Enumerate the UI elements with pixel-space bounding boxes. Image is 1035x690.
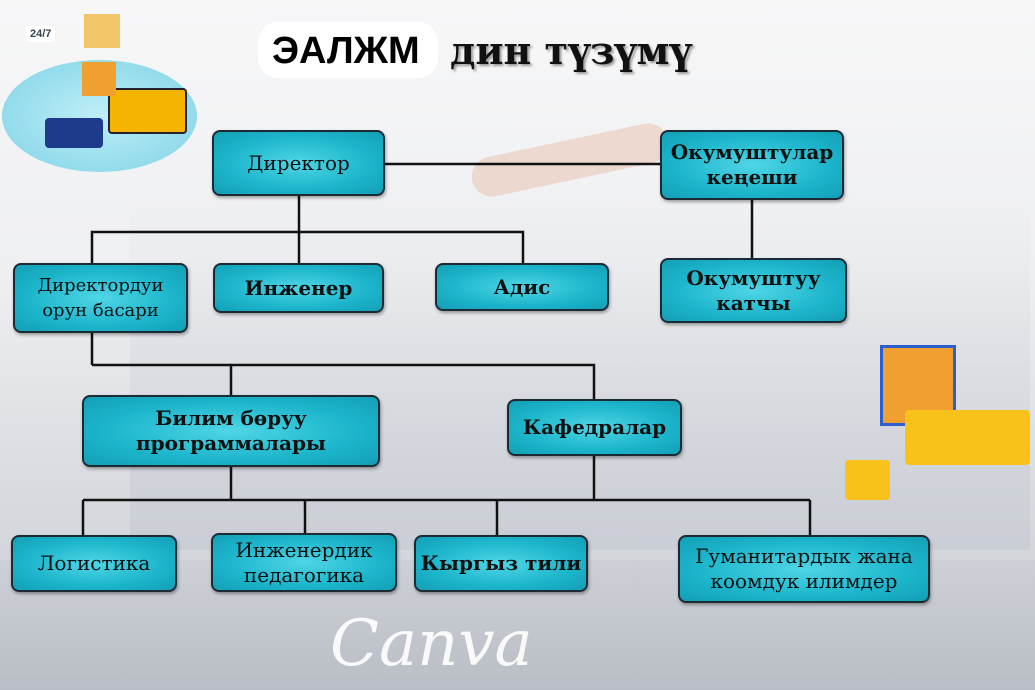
node-label: Инженердик педагогика xyxy=(235,537,373,587)
node-deputy[interactable]: Директордуи орун басари xyxy=(13,263,188,333)
node-programs[interactable]: Билим бөруу программалары xyxy=(82,395,380,467)
box-icon xyxy=(84,14,120,48)
node-label: Инженер xyxy=(244,275,353,300)
node-label: Окумуштуу катчы xyxy=(686,265,821,315)
truck-icon xyxy=(108,88,187,134)
node-kyrgyz[interactable]: Кыргыз тили xyxy=(414,535,588,592)
line-level3 xyxy=(229,363,596,399)
node-label: Адис xyxy=(493,274,551,299)
canva-watermark: Canva xyxy=(330,607,533,681)
boxes-icon xyxy=(82,62,116,96)
node-label: Логистика xyxy=(37,551,151,575)
node-director[interactable]: Директор xyxy=(212,130,385,196)
title-part1: ЭАЛЖМ xyxy=(272,30,420,72)
node-label: Окумуштулар кеңеши xyxy=(670,140,834,189)
node-label: Кыргыз тили xyxy=(420,551,582,575)
node-departments[interactable]: Кафедралар xyxy=(507,399,682,456)
node-logistics[interactable]: Логистика xyxy=(11,535,177,592)
node-label: Директордуи орун басари xyxy=(37,275,164,321)
badge-247: 24/7 xyxy=(26,26,56,42)
node-label: Гуманитардык жана коомдук илимдер xyxy=(695,544,913,593)
node-engineer[interactable]: Инженер xyxy=(213,263,384,313)
node-label: Кафедралар xyxy=(522,415,667,439)
truck-icon-right xyxy=(905,410,1030,465)
node-humanities[interactable]: Гуманитардык жана коомдук илимдер xyxy=(678,535,930,603)
node-council[interactable]: Окумуштулар кеңеши xyxy=(660,130,844,200)
node-label: Директор xyxy=(247,150,350,175)
node-secretary[interactable]: Окумуштуу катчы xyxy=(660,258,847,323)
node-label: Билим бөруу программалары xyxy=(136,406,326,455)
title-part2: дин түзүмү xyxy=(450,28,692,73)
node-eng-pedagogy[interactable]: Инженердик педагогика xyxy=(211,533,397,592)
ship-icon xyxy=(45,118,103,148)
forklift-icon xyxy=(845,460,890,500)
title-highlight: ЭАЛЖМ xyxy=(258,22,438,78)
line-level2 xyxy=(90,230,525,263)
node-specialist[interactable]: Адис xyxy=(435,263,609,311)
